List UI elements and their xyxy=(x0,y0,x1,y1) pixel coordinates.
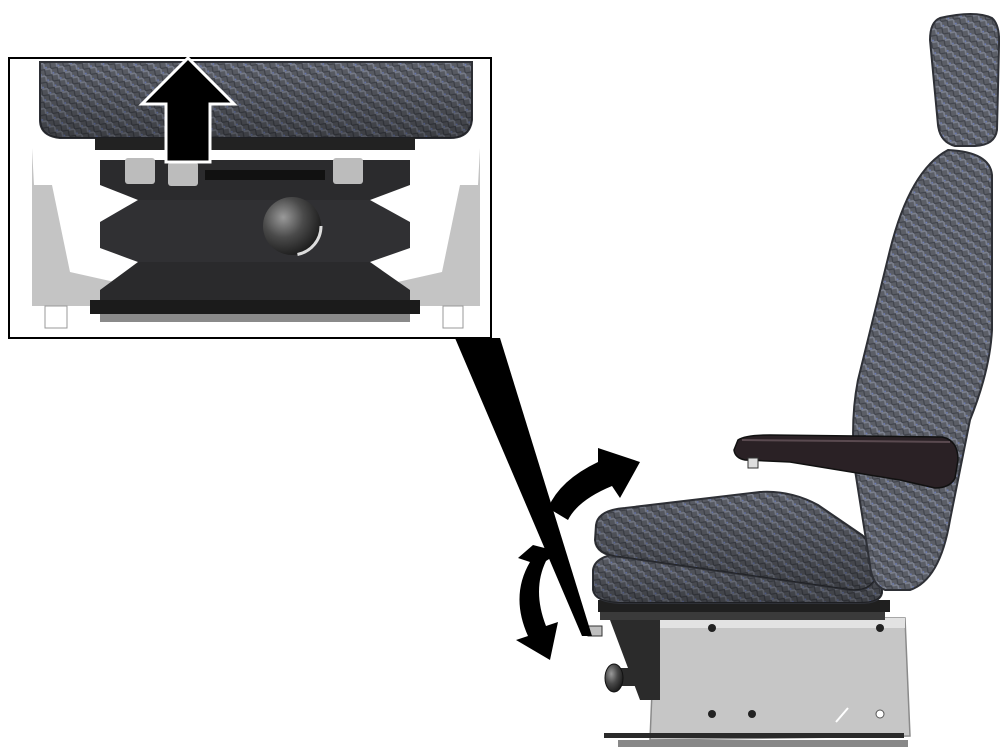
inset-height-knob xyxy=(263,197,321,255)
seat-backrest xyxy=(853,150,992,590)
seat-headrest xyxy=(930,14,999,146)
inset-seat-cushion xyxy=(40,62,472,150)
inset-suspension-bellows xyxy=(90,158,420,322)
seat-armrest xyxy=(734,435,958,488)
inset-detail-view xyxy=(9,58,491,338)
seat-main-view xyxy=(455,14,999,747)
